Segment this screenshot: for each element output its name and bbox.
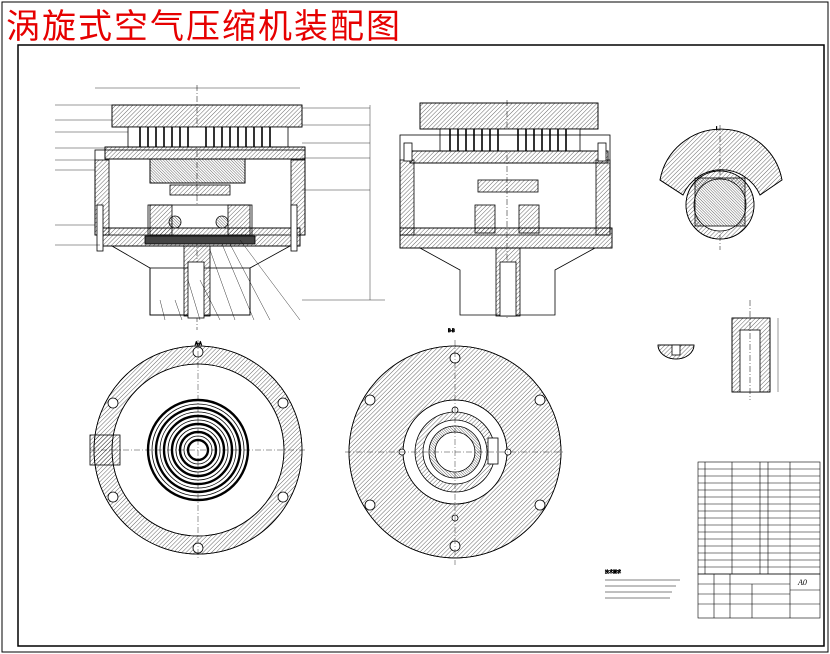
technical-notes: 技术要求: [605, 568, 680, 599]
drawing-title: 涡旋式空气压缩机装配图: [6, 7, 402, 47]
parts-list: [697, 461, 821, 575]
view-a-label: A-A: [195, 341, 202, 346]
key-detail-view: [657, 300, 779, 400]
main-section-view: [55, 85, 385, 330]
sheet-size: A0: [797, 578, 807, 587]
detail-view-i: I: [659, 125, 783, 250]
side-section-view: [399, 100, 613, 320]
view-b-b: B-B: [345, 328, 565, 565]
title-block: [697, 573, 821, 619]
notes-header: 技术要求: [605, 568, 621, 574]
view-a-a: A-A: [89, 340, 305, 560]
view-b-label: B-B: [448, 328, 455, 333]
detail-i-label: I: [716, 126, 717, 131]
inner-border: [17, 44, 825, 647]
